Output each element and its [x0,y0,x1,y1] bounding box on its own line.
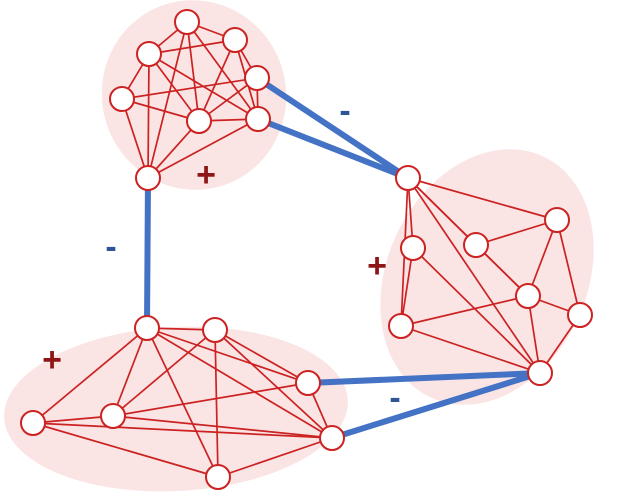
negative-edge [254,75,411,181]
graph-node[interactable] [244,65,270,91]
positive-edge [147,53,150,179]
graph-node[interactable] [174,9,200,35]
positive-edge [147,21,188,179]
positive-edge [121,98,200,122]
graph-node[interactable] [515,283,541,309]
cluster-region-right-cluster [380,149,594,405]
positive-edge [32,422,219,478]
negative-sign-minus-top-bottom: - [105,228,116,266]
positive-edge [112,329,216,417]
graph-node[interactable] [567,302,593,328]
positive-sign-bottom-cluster: + [42,341,62,379]
positive-edge [407,177,541,374]
positive-edge [475,219,558,246]
positive-edge [147,118,259,179]
positive-edge [146,327,219,478]
positive-edge [146,327,309,384]
graph-node[interactable] [222,27,248,53]
positive-edge [32,422,333,439]
positive-edge [400,247,414,327]
graph-node[interactable] [136,41,162,67]
graph-node[interactable] [527,360,553,386]
graph-node[interactable] [395,165,421,191]
positive-edge [112,327,148,417]
positive-edge [527,219,558,297]
positive-edge [32,327,148,424]
graph-node[interactable] [100,403,126,429]
graph-node[interactable] [463,232,489,258]
graph-node[interactable] [544,207,570,233]
inter-cluster-edges-layer [144,75,543,441]
negative-edge [144,175,151,331]
negative-sign-minus-bottom-right: - [389,379,400,417]
negative-sign-minus-top-right: - [339,92,350,130]
positive-edge [186,21,259,120]
positive-edge [198,39,236,122]
negative-edge [305,370,543,386]
negative-edge [329,370,543,441]
graph-node[interactable] [135,165,161,191]
positive-sign-right-cluster: + [367,247,387,285]
graph-node[interactable] [319,425,345,451]
positive-edge [186,21,200,122]
graph-node[interactable] [388,313,414,339]
nodes-layer [20,9,593,490]
graph-node[interactable] [202,317,228,343]
graph-node[interactable] [20,410,46,436]
graph-node[interactable] [400,235,426,261]
graph-node[interactable] [295,370,321,396]
positive-edge [148,53,200,122]
positive-edge [407,177,558,221]
graph-node[interactable] [109,86,135,112]
positive-edge [121,98,149,179]
positive-edge [112,415,333,439]
positive-sign-top-cluster: + [196,156,216,194]
positive-edge [214,329,333,439]
negative-edge [255,116,411,181]
positive-edge [217,437,333,478]
positive-edge [214,329,309,384]
positive-edge [214,329,219,478]
positive-edge [412,247,541,374]
positive-edge [400,325,541,374]
positive-edge [121,77,258,100]
positive-edge [556,219,581,316]
positive-edge [146,327,333,439]
sign-labels-layer: + + + - - - [42,92,401,417]
positive-edge [32,415,114,424]
graph-node[interactable] [205,464,231,490]
graph-node[interactable] [186,108,212,134]
graph-node[interactable] [134,315,160,341]
graph-node[interactable] [245,106,271,132]
positive-edge [400,295,529,327]
positive-edge [148,39,236,55]
positive-edge [112,382,309,417]
